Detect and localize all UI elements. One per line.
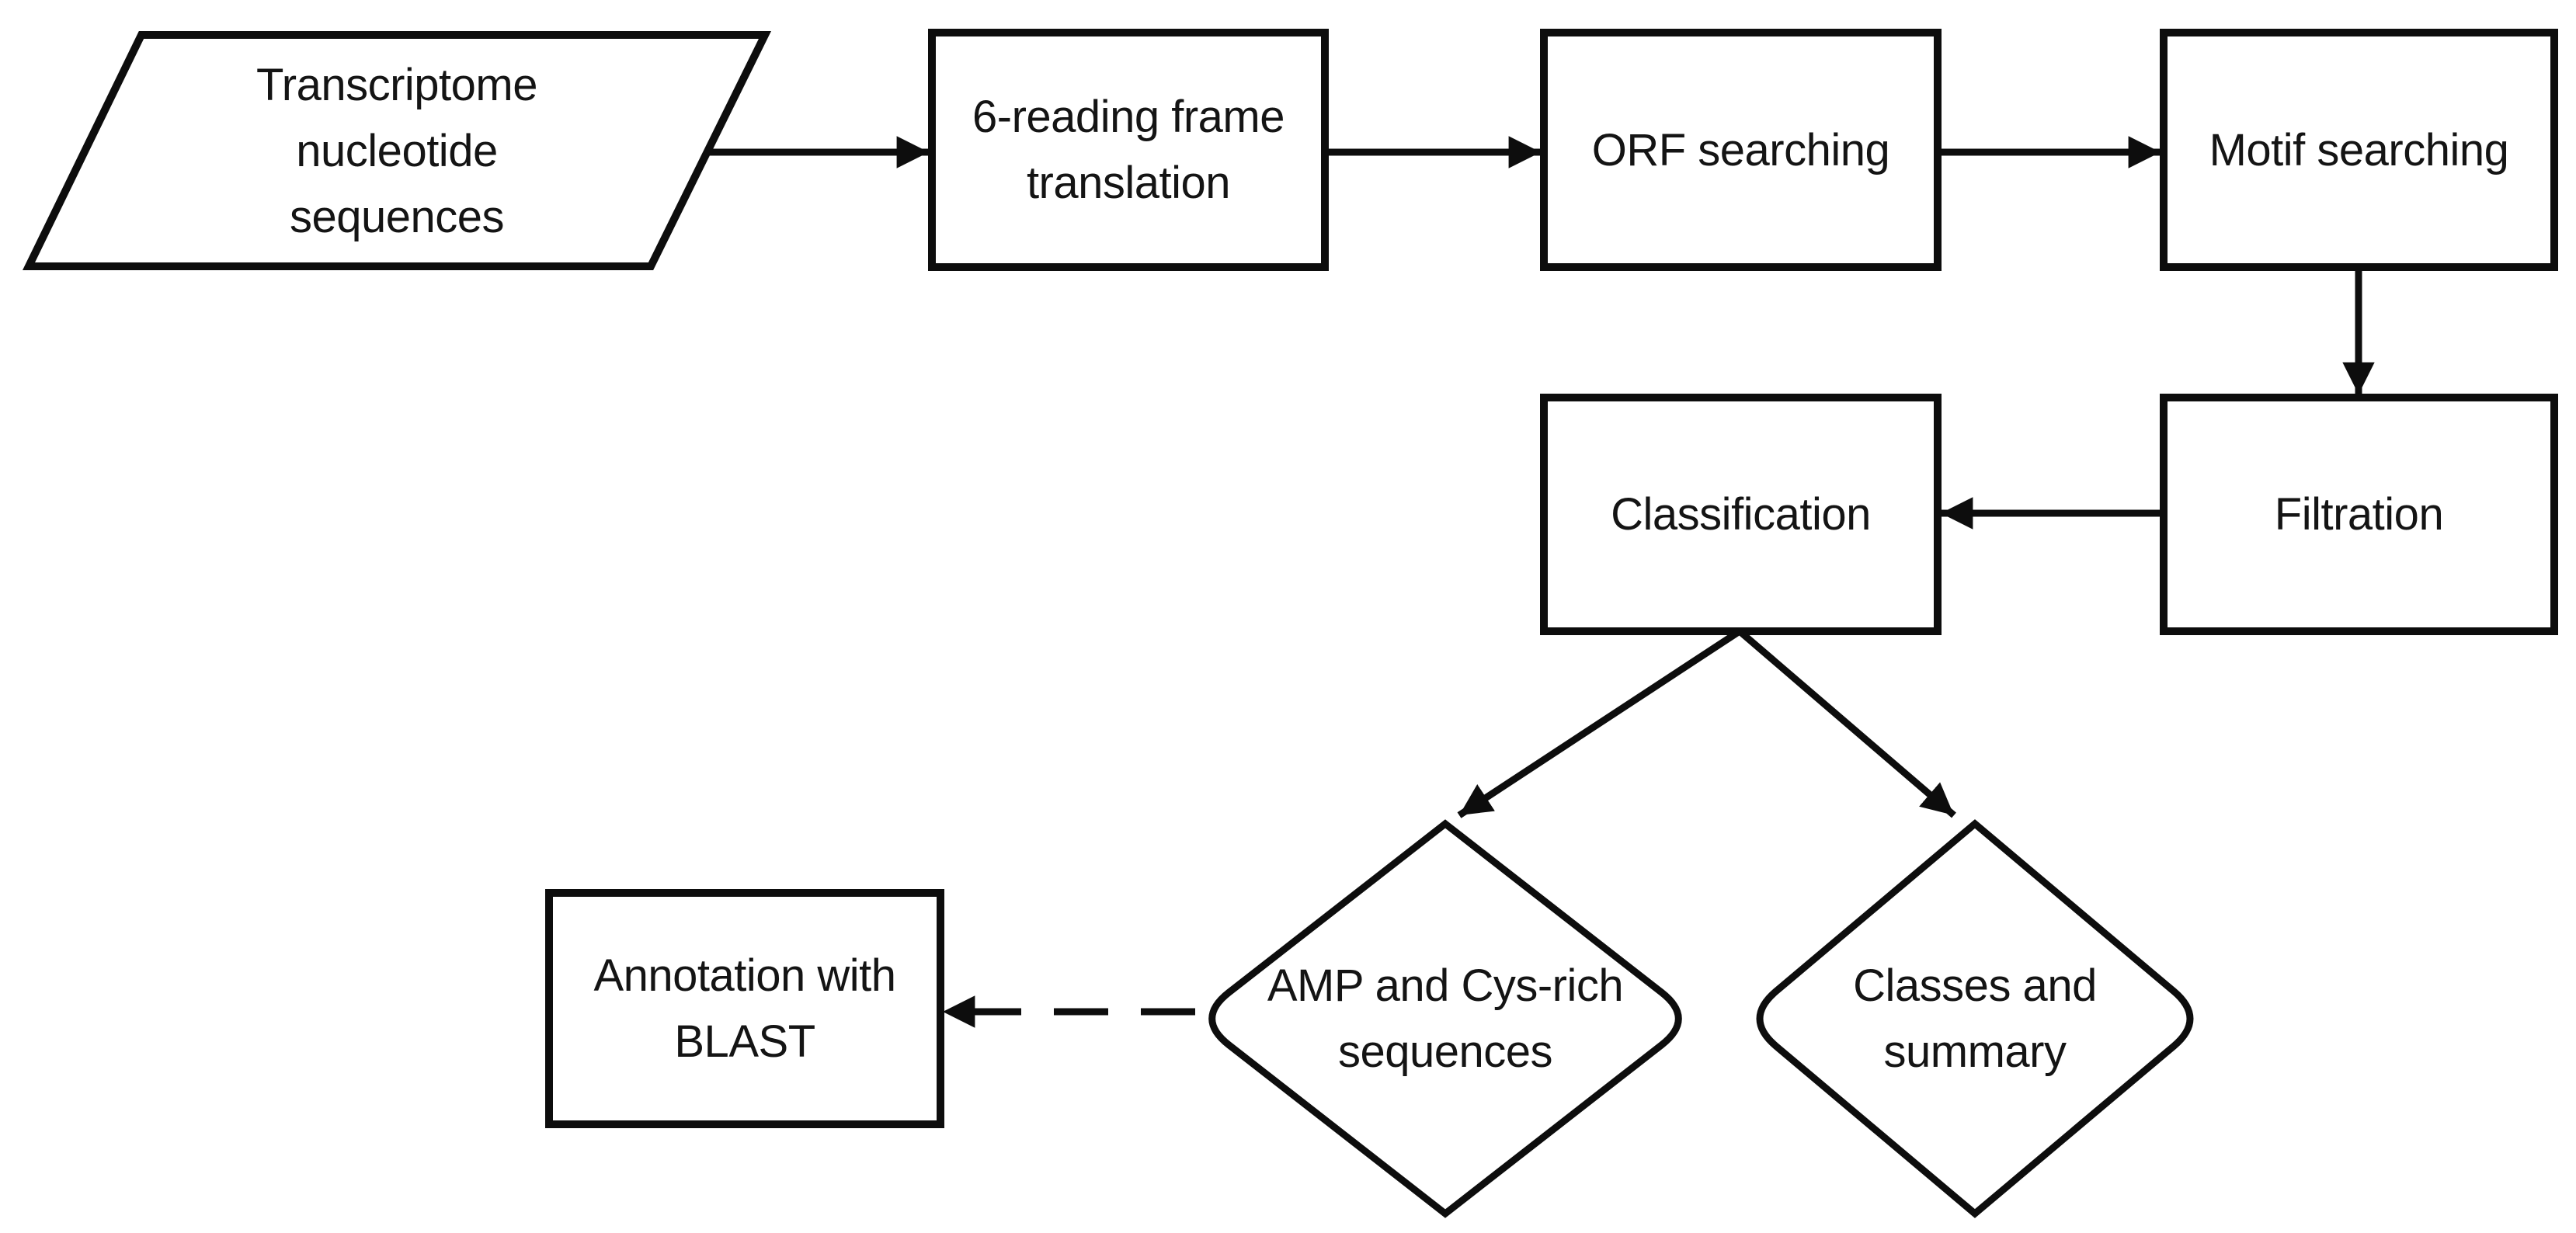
arrow-classification-to-classes (1737, 628, 1956, 818)
amp-diamond (1208, 819, 1682, 1218)
classes-diamond (1756, 819, 2194, 1218)
transcriptome-parallelogram (23, 31, 772, 270)
arrow-classification-to-amp (1457, 628, 1742, 818)
classification-box (1540, 394, 1942, 635)
filtration-box (2160, 394, 2558, 635)
annotation-box (545, 889, 944, 1128)
translation-box (928, 29, 1329, 271)
motif-box (2160, 29, 2558, 271)
orf-box (1540, 29, 1942, 271)
